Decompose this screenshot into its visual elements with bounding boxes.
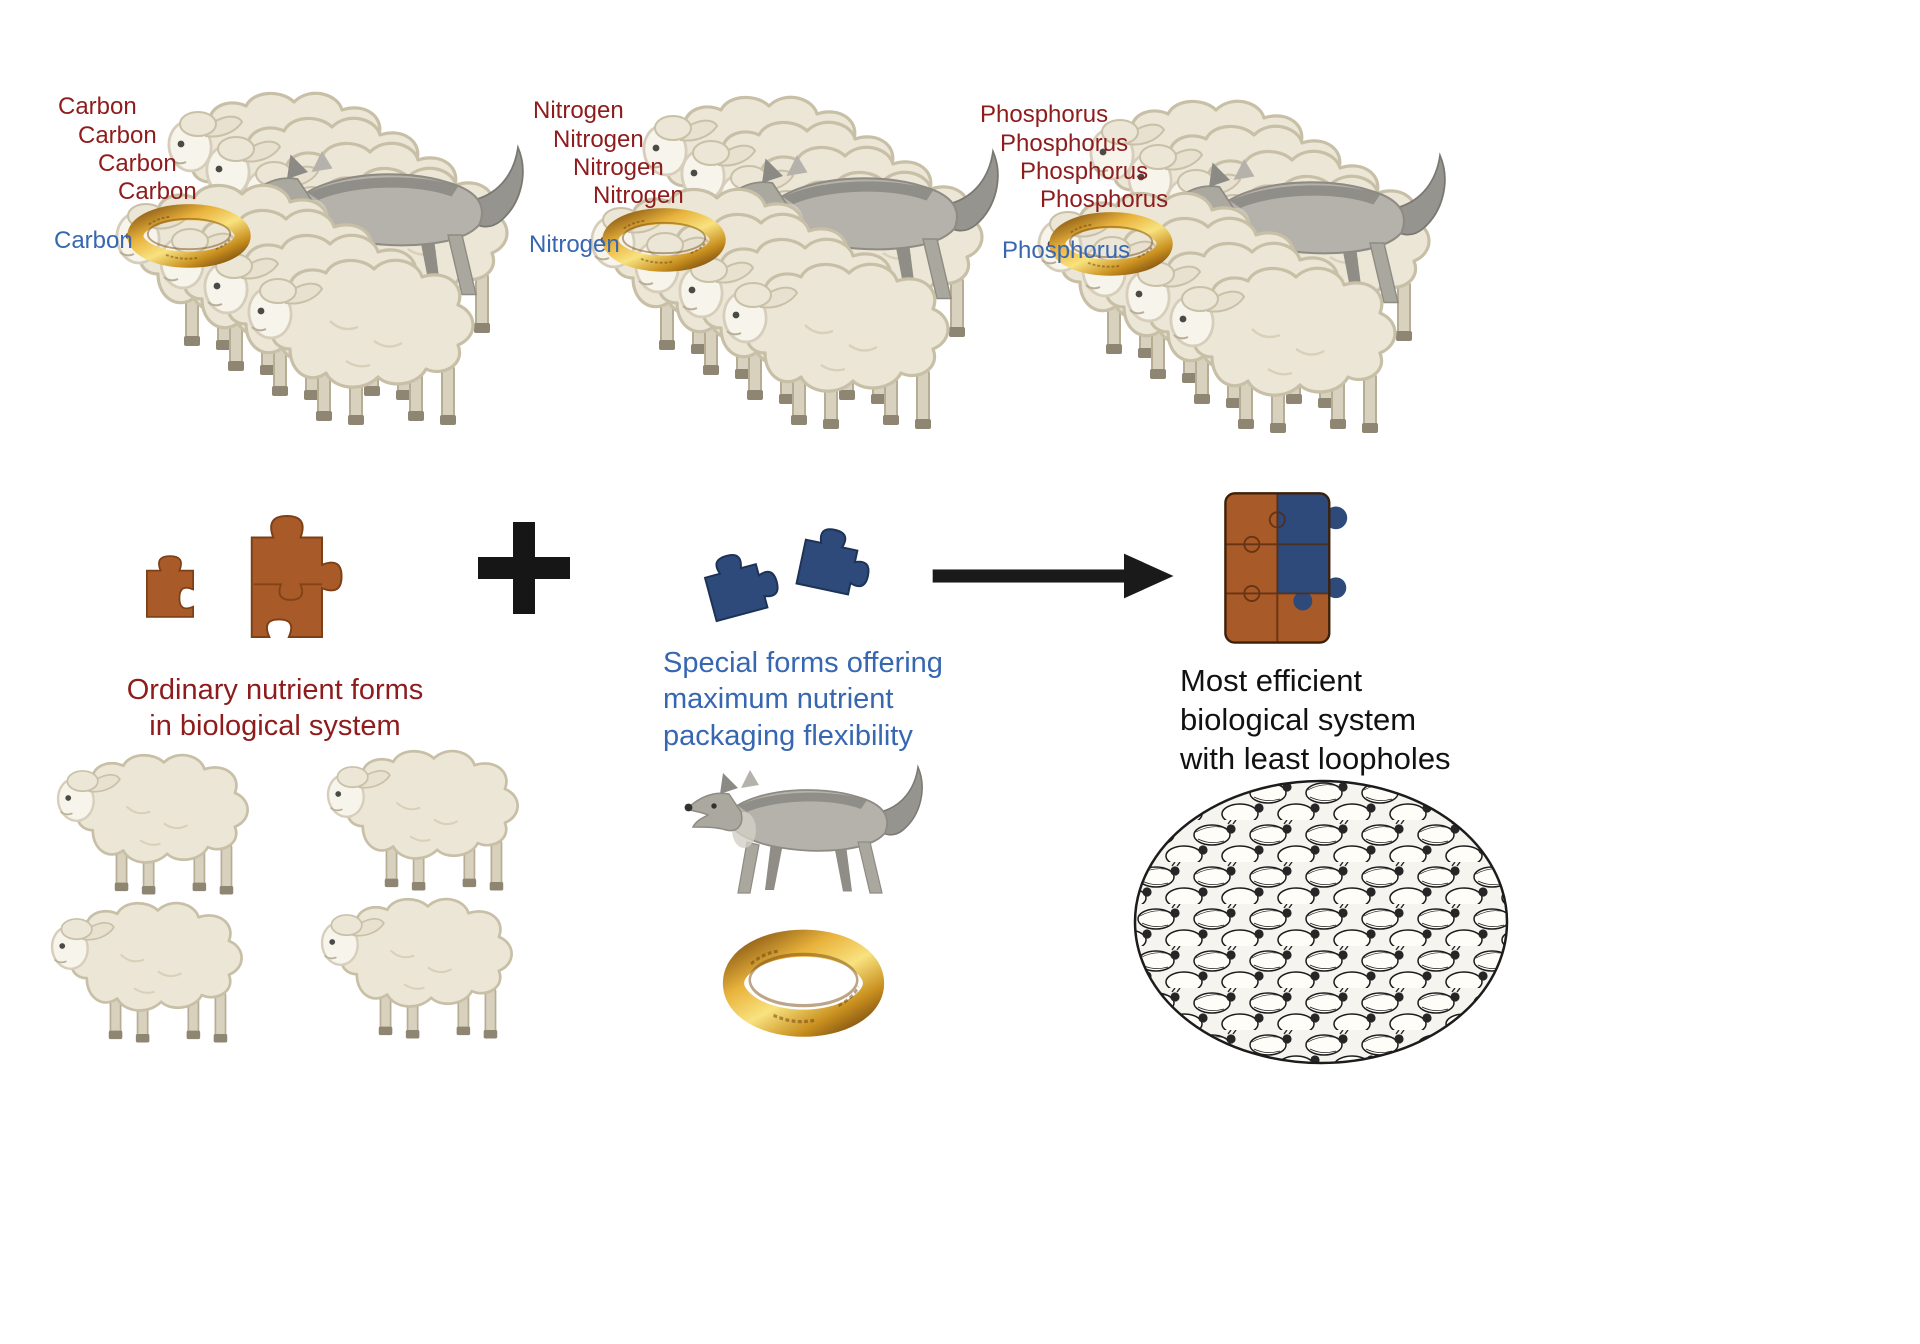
plus-icon	[478, 522, 570, 614]
ordinary-caption: Ordinary nutrient forms in biological sy…	[80, 672, 470, 745]
nutrient-label-red: Carbon	[98, 150, 177, 177]
nutrient-label-red: Nitrogen	[553, 126, 644, 153]
nutrient-label-red: Carbon	[58, 93, 137, 120]
special-caption-line1: Special forms offering	[663, 647, 943, 679]
assembled-puzzle	[1224, 492, 1349, 644]
nutrient-label-red: Phosphorus	[980, 101, 1109, 128]
arrow-right-icon	[932, 553, 1174, 599]
nutrient-label-blue: Phosphorus	[1002, 237, 1131, 264]
sheep-herd-engraving	[1133, 779, 1509, 1065]
result-caption-line1: Most efficient	[1180, 663, 1363, 698]
nutrient-label-red: Phosphorus	[1000, 130, 1129, 157]
flock-group-phosphorus: Phosphorus Phosphorus Phosphorus Phospho…	[972, 86, 1532, 471]
nutrient-label-red: Phosphorus	[1020, 158, 1149, 185]
gold-ring-icon	[122, 196, 256, 272]
nutrient-label-blue: Carbon	[54, 227, 133, 254]
brown-puzzle-piece-large	[250, 515, 343, 638]
nutrient-label-red: Nitrogen	[573, 154, 664, 181]
wolf-illustration	[683, 766, 924, 894]
result-caption: Most efficient biological system with le…	[1180, 662, 1510, 778]
ordinary-caption-line1: Ordinary nutrient forms	[126, 674, 424, 706]
result-caption-line3: with least loopholes	[1180, 740, 1451, 776]
nutrient-label-red: Carbon	[78, 122, 157, 149]
nutrient-label-red: Nitrogen	[593, 182, 684, 209]
special-caption-line3: packaging flexibility	[663, 719, 913, 752]
nutrient-label-red: Nitrogen	[533, 97, 624, 124]
blue-puzzle-piece-1	[699, 544, 784, 623]
sheep-illustration	[53, 753, 249, 896]
nutrient-label-blue: Nitrogen	[529, 231, 620, 258]
gold-ring-illustration	[716, 916, 891, 1044]
sheep-illustration	[47, 901, 243, 1044]
blue-puzzle-piece-2	[795, 523, 877, 599]
sheep-illustration	[323, 749, 519, 892]
special-caption: Special forms offering maximum nutrient …	[663, 645, 993, 754]
ordinary-caption-line2: in biological system	[149, 710, 401, 743]
flock-group-carbon: Carbon Carbon Carbon Carbon Carbon	[50, 78, 610, 463]
special-caption-line2: maximum nutrient	[663, 683, 894, 716]
result-caption-line2: biological system	[1180, 701, 1417, 737]
brown-puzzle-piece-small	[146, 555, 194, 618]
nutrient-label-red: Phosphorus	[1040, 186, 1169, 213]
sheep-illustration	[317, 897, 513, 1040]
nutrient-label-red: Carbon	[118, 178, 197, 205]
flock-group-nitrogen: Nitrogen Nitrogen Nitrogen Nitrogen Nitr…	[525, 82, 1085, 467]
